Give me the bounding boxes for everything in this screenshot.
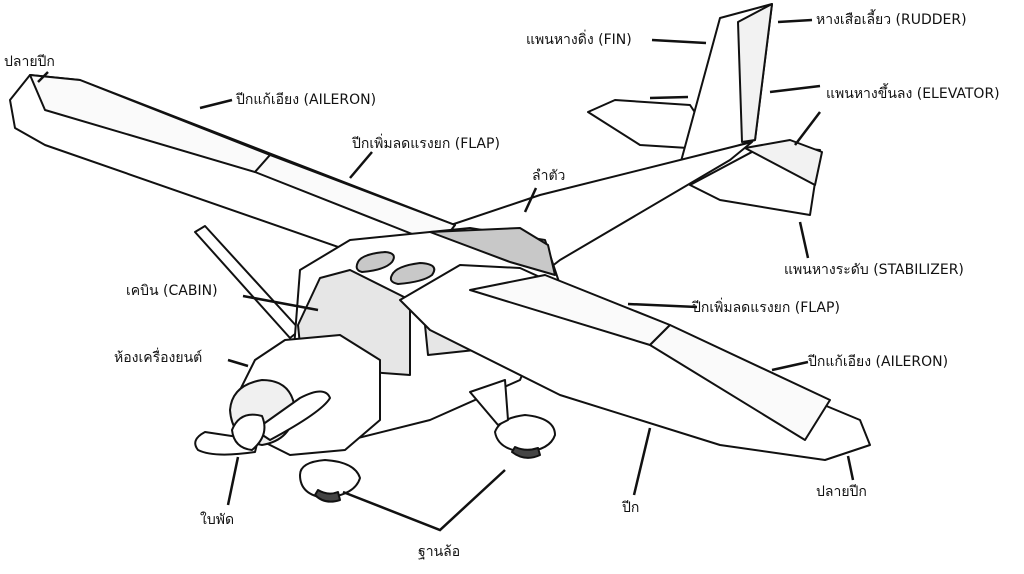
label-wing: ปีก [622,500,640,516]
roof-vent-2 [389,262,436,285]
right-aileron [649,324,831,441]
label-propeller: ใบพัด [200,512,235,528]
label-fuselage: ลำตัว [532,168,566,184]
main-gear-fairing [494,414,556,453]
leader-lines [37,18,855,532]
gear-leg [469,379,509,426]
label-aileron-left: ปีกแก้เอียง (AILERON) [236,92,377,108]
label-flap-left: ปีกเพิ่มลดแรงยก (FLAP) [352,136,500,152]
right-wing [399,264,871,461]
nose-gear-fairing [299,459,361,499]
nose-wheel [314,489,341,503]
elevator-right [744,139,823,186]
rudder [737,3,773,143]
label-landing-gear: ฐานล้อ [418,544,461,560]
label-cabin: เคบิน (CABIN) [126,283,218,299]
propeller-blade-up [254,390,331,441]
label-wingtip-right: ปลายปีก [816,484,867,500]
label-engine: ห้องเครื่องยนต์ [114,350,203,366]
label-elevator: แพนหางขึ้นลง (ELEVATOR) [826,86,1000,102]
label-wingtip-left: ปลายปีก [4,54,55,70]
label-stabilizer: แพนหางระดับ (STABILIZER) [784,262,964,278]
label-aileron-right: ปีกแก้เอียง (AILERON) [808,354,949,370]
roof-vent-1 [355,251,395,273]
cabin-roof-shade [429,227,556,276]
label-fin: แพนหางดิ่ง (FIN) [526,32,632,48]
left-strut [194,225,301,339]
label-rudder: หางเสือเลี้ยว (RUDDER) [816,12,967,28]
spinner [231,413,266,451]
label-flap-right: ปีกเพิ่มลดแรงยก (FLAP) [692,300,840,316]
main-wheel [511,446,541,459]
